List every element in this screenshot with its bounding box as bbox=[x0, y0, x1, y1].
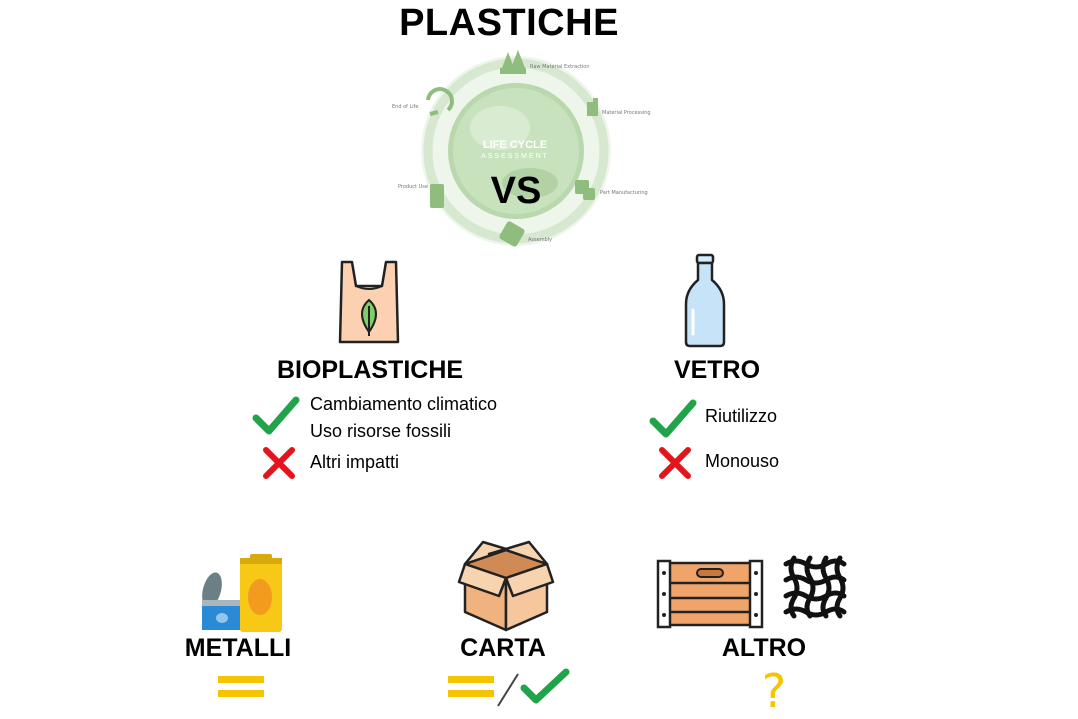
question-mark-icon: ? bbox=[761, 664, 787, 718]
bioplastiche-con-1: Altri impatti bbox=[310, 452, 400, 472]
vs-label: VS bbox=[491, 170, 542, 212]
stage-label-use: Product Use bbox=[398, 184, 428, 190]
equal-slash-check-icon bbox=[448, 668, 570, 707]
stage-assembly-icon bbox=[499, 221, 525, 247]
altro-heading: ALTRO bbox=[721, 634, 807, 662]
metal-cans-icon bbox=[202, 554, 282, 632]
metalli-heading: METALLI bbox=[184, 634, 292, 662]
bioplastic-bag-icon bbox=[338, 260, 400, 344]
stage-label-processing: Material Processing bbox=[602, 110, 651, 116]
lca-center-label-1: LIFE CYCLE bbox=[483, 139, 547, 151]
stage-end-of-life-icon bbox=[426, 87, 454, 116]
vetro-pro-1: Riutilizzo bbox=[705, 406, 778, 426]
stage-processing-icon bbox=[587, 98, 598, 116]
stage-label-extraction: Raw Material Extraction bbox=[530, 64, 590, 70]
vetro-heading: VETRO bbox=[673, 356, 761, 384]
wooden-crate-icon bbox=[656, 559, 764, 629]
bioplastiche-heading: BIOPLASTICHE bbox=[276, 356, 464, 384]
page-title: PLASTICHE bbox=[399, 2, 619, 44]
check-icon bbox=[649, 399, 697, 438]
stage-label-end-of-life: End of Life bbox=[392, 104, 419, 110]
cross-icon bbox=[659, 447, 691, 479]
cross-icon bbox=[263, 447, 295, 479]
bioplastiche-pro-2: Uso risorse fossili bbox=[310, 421, 452, 441]
cardboard-box-icon bbox=[457, 540, 555, 632]
equal-icon bbox=[218, 676, 264, 697]
lca-center-label-2: ASSESSMENT bbox=[481, 153, 549, 160]
stage-manufacturing-icon bbox=[575, 180, 595, 200]
stage-use-icon bbox=[430, 184, 444, 208]
stage-label-assembly: Assembly bbox=[528, 237, 552, 243]
stage-extraction-icon bbox=[500, 50, 526, 74]
check-icon bbox=[252, 396, 300, 435]
fabric-icon bbox=[783, 555, 847, 619]
life-cycle-diagram: Raw Material Extraction Material Process… bbox=[392, 50, 651, 247]
stage-label-manufacturing: Part Manufacturing bbox=[600, 190, 648, 196]
carta-heading: CARTA bbox=[460, 634, 546, 662]
bioplastiche-pro-1: Cambiamento climatico bbox=[310, 394, 498, 414]
glass-bottle-icon bbox=[684, 253, 726, 348]
vetro-con-1: Monouso bbox=[705, 451, 780, 471]
